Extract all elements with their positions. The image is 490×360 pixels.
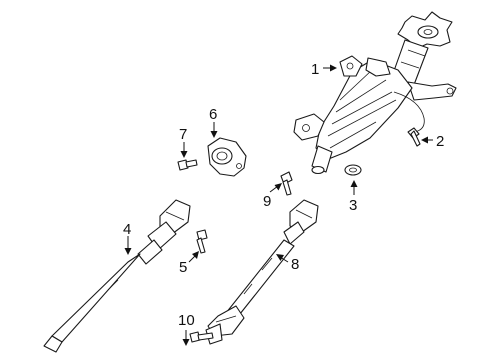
callout-labels: 1 2 3 4 5 6 7 8 9 10 <box>123 61 444 329</box>
callout-9: 9 <box>263 193 271 210</box>
callout-10: 10 <box>178 312 195 329</box>
bolt-part-10 <box>189 331 214 343</box>
callout-1: 1 <box>311 61 319 78</box>
callout-6: 6 <box>209 106 217 123</box>
callout-7: 7 <box>179 126 187 143</box>
callout-2: 2 <box>436 133 444 150</box>
bolt-part-9 <box>280 171 293 196</box>
intermediate-shaft-part-4 <box>43 199 191 353</box>
steering-column-assembly <box>293 11 457 175</box>
washer-part-3 <box>344 164 362 176</box>
bolt-part-5 <box>196 229 208 254</box>
bolt-part-2 <box>407 127 421 147</box>
callout-4: 4 <box>123 221 131 238</box>
callout-8: 8 <box>291 256 299 273</box>
callout-3: 3 <box>349 197 357 214</box>
callout-5: 5 <box>179 259 187 276</box>
bolt-part-7 <box>177 159 198 171</box>
intermediate-shaft-part-8 <box>205 199 319 345</box>
leader-lines <box>124 64 433 346</box>
boot-seal-part-6 <box>207 137 247 177</box>
